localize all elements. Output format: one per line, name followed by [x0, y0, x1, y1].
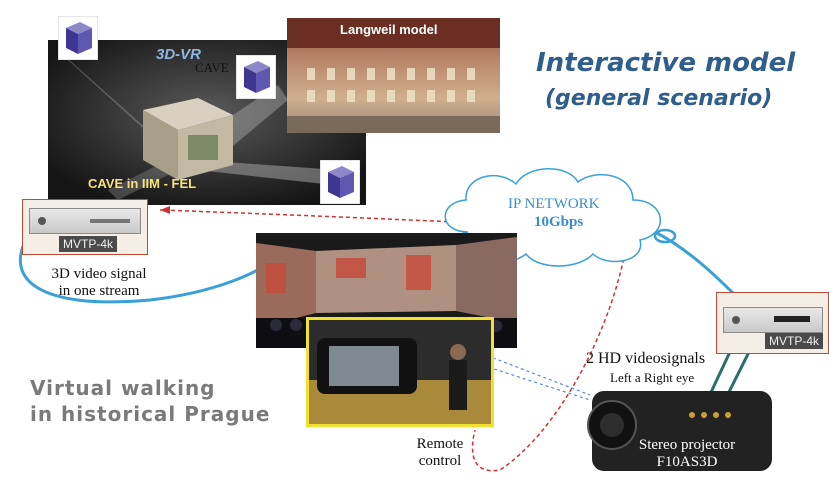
- dashed-link-remote: [471, 251, 626, 472]
- signal-caption: 3D video signal in one stream: [34, 266, 164, 300]
- server-icon: [58, 16, 98, 60]
- mvtp-right-label: MVTP-4k: [765, 333, 824, 349]
- network-speed: 10Gbps: [534, 214, 584, 230]
- projector-line1: Stereo projector: [638, 437, 736, 453]
- network-label: IP NETWORK: [508, 196, 600, 212]
- stereo-projector: Stereo projector F10AS3D: [582, 385, 774, 477]
- hd-line1: 2 HD videosignals: [586, 350, 706, 367]
- projector-caption: Stereo projector F10AS3D: [612, 437, 762, 471]
- signal-line2: in one stream: [58, 283, 140, 299]
- remote-line2: control: [418, 453, 462, 469]
- mvtp-device-right: MVTP-4k: [716, 292, 829, 354]
- mvtp-device-left: MVTP-4k: [22, 199, 148, 255]
- label-3dvr: 3D-VR: [156, 46, 202, 63]
- server-icon: [320, 160, 360, 204]
- remote-caption: Remote control: [400, 436, 480, 470]
- auditorium-photo: [256, 233, 517, 348]
- langweil-photo: [287, 18, 500, 133]
- mvtp-left-label: MVTP-4k: [59, 236, 118, 252]
- cable-loop: [653, 228, 677, 244]
- remote-line1: Remote: [416, 436, 464, 452]
- server-icon: [236, 55, 276, 99]
- title-line2: (general scenario): [545, 86, 773, 111]
- hd-line2: Left a Right eye: [610, 370, 695, 385]
- dashed-link-left: [159, 209, 456, 223]
- title-line1: Interactive model: [536, 48, 796, 78]
- glasses-photo: [306, 317, 494, 427]
- cable-left: [18, 231, 267, 304]
- projector-line2: F10AS3D: [656, 454, 718, 470]
- langweil-label: Langweil model: [340, 22, 438, 37]
- label-cave-iim: CAVE in IIM - FEL: [88, 176, 197, 191]
- walking-line2: in historical Prague: [30, 402, 271, 426]
- label-cave: CAVE: [195, 60, 229, 75]
- walking-line1: Virtual walking: [30, 376, 216, 400]
- signal-line1: 3D video signal: [51, 266, 147, 282]
